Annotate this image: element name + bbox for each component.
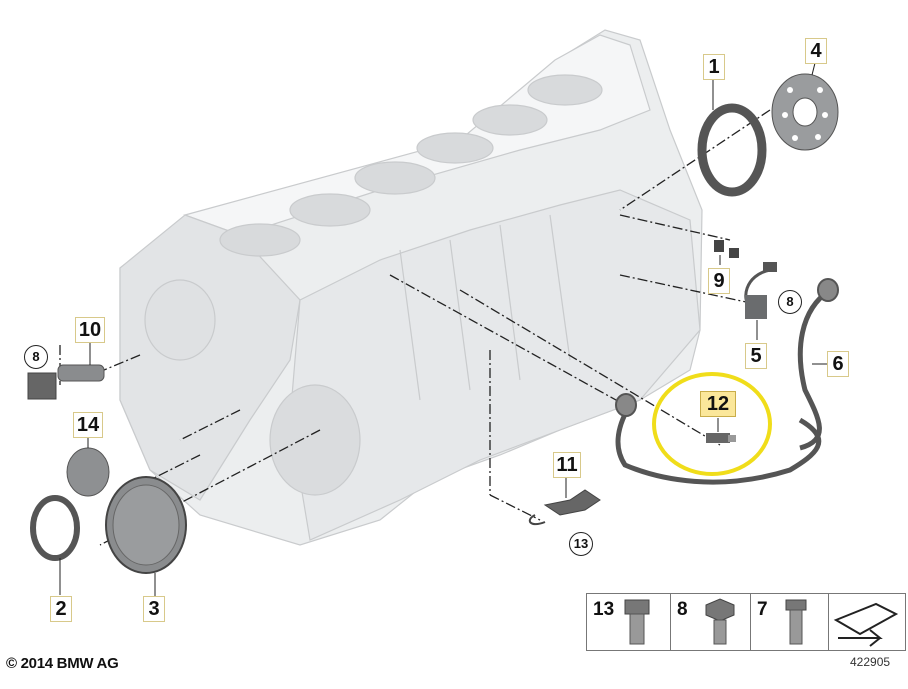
ring-ref-8-top: 8 bbox=[778, 290, 802, 314]
callout-2: 2 bbox=[50, 596, 72, 622]
legend-num-7: 7 bbox=[757, 599, 768, 620]
callout-6: 6 bbox=[827, 351, 849, 377]
callout-10: 10 bbox=[75, 317, 105, 343]
part-9-clip bbox=[714, 240, 739, 265]
legend-bolt-7 bbox=[785, 599, 807, 645]
image-number: 422905 bbox=[850, 655, 891, 669]
legend-cell-8: 8 bbox=[671, 594, 751, 650]
legend-num-13: 13 bbox=[593, 599, 615, 620]
legend-arrow-icon bbox=[833, 602, 899, 647]
part-1-seal bbox=[697, 75, 767, 197]
part-6-cable bbox=[615, 278, 839, 485]
part-3-cover bbox=[105, 476, 187, 596]
part-4-flexplate bbox=[771, 62, 839, 151]
callout-9: 9 bbox=[708, 268, 730, 294]
callout-11: 11 bbox=[553, 452, 581, 478]
part-14-plug bbox=[66, 447, 110, 497]
legend-cell-13: 13 bbox=[587, 594, 671, 650]
callout-14: 14 bbox=[73, 412, 103, 438]
ring-ref-8-left: 8 bbox=[24, 345, 48, 369]
legend-bolt-8 bbox=[705, 598, 735, 645]
part-10-sensor bbox=[27, 340, 105, 400]
highlight-circle bbox=[652, 372, 772, 476]
callout-1: 1 bbox=[703, 54, 725, 80]
callout-12: 12 bbox=[700, 391, 736, 417]
fastener-legend: 13 8 7 bbox=[586, 593, 906, 651]
engine-block bbox=[119, 29, 703, 546]
legend-bolt-13 bbox=[624, 599, 650, 645]
callout-3: 3 bbox=[143, 596, 165, 622]
legend-cell-7: 7 bbox=[751, 594, 829, 650]
copyright: © 2014 BMW AG bbox=[6, 655, 119, 672]
part-5-sensor bbox=[744, 262, 777, 340]
legend-num-8: 8 bbox=[677, 599, 688, 620]
part-2-ring bbox=[30, 495, 80, 561]
part-11-bracket bbox=[528, 474, 601, 526]
ring-ref-13: 13 bbox=[569, 532, 593, 556]
part-12-sensor bbox=[706, 418, 736, 443]
callout-4: 4 bbox=[805, 38, 827, 64]
callout-5: 5 bbox=[745, 343, 767, 369]
